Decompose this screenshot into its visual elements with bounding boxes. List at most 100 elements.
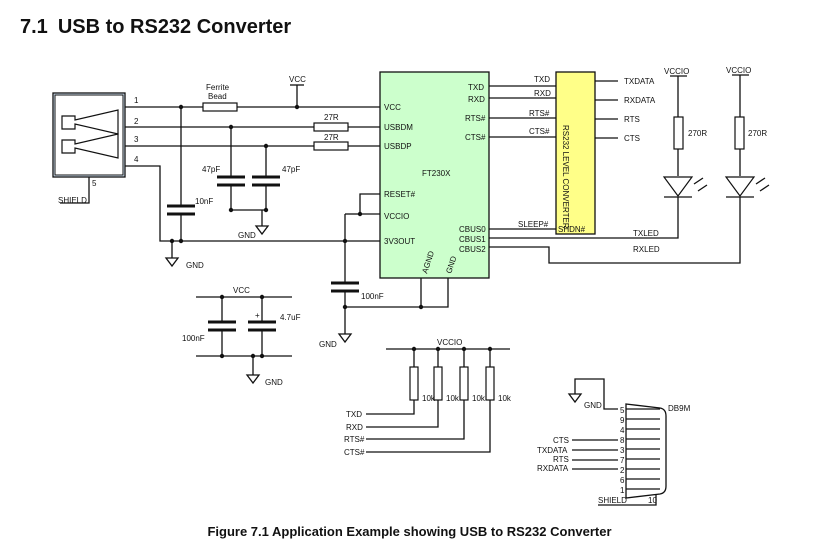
db9-signal-rxdata: RXDATA [537, 464, 569, 473]
pullup-signal-txd: TXD [346, 410, 362, 419]
usb-pin-5: 5 [92, 179, 97, 188]
conv-in-cts: CTS# [529, 127, 550, 136]
cap-100nf-vcc-label: 100nF [182, 334, 205, 343]
conv-out-rxdata: RXDATA [624, 96, 656, 105]
ic-pin-cts: CTS# [465, 133, 486, 142]
resistor-27r-dp-label: 27R [324, 133, 339, 142]
ic-pin-vcc: VCC [384, 103, 401, 112]
pullup-signal-rxd: RXD [346, 423, 363, 432]
db9-signal-cts: CTS [553, 436, 569, 445]
cap-4u7-plus: + [255, 311, 260, 320]
db9-pin-6: 6 [620, 476, 625, 485]
ic-ft230x [379, 71, 490, 279]
pullup-resistor-rts [459, 366, 469, 401]
ic-pin-3v3out: 3V3OUT [384, 237, 415, 246]
ferrite-label-line1: Ferrite [206, 83, 230, 92]
gnd-label-ic: GND [319, 340, 337, 349]
rs232-level-converter [555, 71, 596, 235]
conv-in-rts: RTS# [529, 109, 550, 118]
db9-shield-label: SHIELD [598, 496, 627, 505]
led-txled-label: TXLED [633, 229, 659, 238]
db9-pin-7: 7 [620, 456, 625, 465]
cap-47pf-left-label: 47pF [202, 165, 220, 174]
cap-100nf-3v3-label: 100nF [361, 292, 384, 301]
resistor-27r-dm-label: 27R [324, 113, 339, 122]
usb-shield-label: SHIELD [58, 196, 87, 205]
ic-pin-rxd: RXD [468, 95, 485, 104]
db9-pin-8: 8 [620, 436, 625, 445]
db9-signal-rts: RTS [553, 455, 569, 464]
pullup-resistor-rxd [433, 366, 443, 401]
ferrite-label-line2: Bead [208, 92, 227, 101]
cap-4u7-label: 4.7uF [280, 313, 301, 322]
conv-in-sleep: SLEEP# [518, 220, 549, 229]
schematic-diagram: 1 2 3 4 5 SHIELD Ferrite Bead VCC 10nF G… [52, 66, 770, 506]
figure-caption: Figure 7.1 Application Example showing U… [207, 524, 612, 539]
net-vcc-top: VCC [289, 75, 306, 84]
section-title: USB to RS232 Converter [57, 16, 292, 38]
conv-out-rts: RTS [624, 115, 640, 124]
ic-pin-usbdm: USBDM [384, 123, 413, 132]
resistor-27r-dm [313, 122, 349, 132]
ic-pin-txd: TXD [468, 83, 484, 92]
ic-pin-cbus2: CBUS2 [459, 245, 486, 254]
db9-connector [625, 403, 667, 499]
converter-shdn: SHDN# [558, 225, 586, 234]
resistor-270r-txled-label: 270R [688, 129, 707, 138]
usb-pin-4: 4 [134, 155, 139, 164]
gnd-label-47pf: GND [238, 231, 256, 240]
resistor-270r-rxled [734, 116, 745, 150]
conv-in-rxd: RXD [534, 89, 551, 98]
usb-pin-1: 1 [134, 96, 139, 105]
section-number: 7.1 [20, 16, 48, 38]
ic-pin-rts: RTS# [465, 114, 486, 123]
usb-pin-3: 3 [134, 135, 139, 144]
gnd-label-decoupling: GND [265, 378, 283, 387]
resistor-270r-rxled-label: 270R [748, 129, 767, 138]
conv-in-txd: TXD [534, 75, 550, 84]
gnd-label-usb: GND [186, 261, 204, 270]
pullup-label-3: 10k [472, 394, 486, 403]
conv-out-txdata: TXDATA [624, 77, 655, 86]
net-vccio-pullups: VCCIO [437, 338, 462, 347]
pullup-signal-rts: RTS# [344, 435, 365, 444]
db9-shield-pin: 10 [648, 496, 657, 505]
usb-pin-2: 2 [134, 117, 139, 126]
ic-pin-usbdp: USBDP [384, 142, 412, 151]
ic-pin-cbus0: CBUS0 [459, 225, 486, 234]
cap-10nf-label: 10nF [195, 197, 213, 206]
db9-label: DB9M [668, 404, 691, 413]
resistor-27r-dp [313, 141, 349, 151]
converter-label: RS232 LEVEL CONVERTER [561, 125, 570, 229]
cap-47pf-right-label: 47pF [282, 165, 300, 174]
net-vcc-decoupling: VCC [233, 286, 250, 295]
page-title: 7.1 USB to RS232 Converter [20, 16, 291, 39]
pullup-label-2: 10k [446, 394, 460, 403]
db9-pin-4: 4 [620, 426, 625, 435]
ic-pin-vccio: VCCIO [384, 212, 409, 221]
usb-connector [52, 92, 126, 178]
ic-name: FT230X [422, 169, 451, 178]
pullup-label-4: 10k [498, 394, 512, 403]
ic-pin-cbus1: CBUS1 [459, 235, 486, 244]
db9-pin-9: 9 [620, 416, 625, 425]
db9-pin-1: 1 [620, 486, 625, 495]
net-vccio-led1: VCCIO [664, 67, 689, 76]
db9-signal-txdata: TXDATA [537, 446, 568, 455]
resistor-270r-txled [673, 116, 684, 150]
db9-pin-3: 3 [620, 446, 625, 455]
db9-pin-2: 2 [620, 466, 625, 475]
pullup-resistor-txd [409, 366, 419, 401]
pullup-signal-cts: CTS# [344, 448, 365, 457]
pullup-resistor-cts [485, 366, 495, 401]
gnd-label-db9: GND [584, 401, 602, 410]
pullup-label-1: 10k [422, 394, 436, 403]
db9-pin-5: 5 [620, 406, 625, 415]
ferrite-bead [202, 102, 238, 112]
led-rxled-label: RXLED [633, 245, 660, 254]
net-vccio-led2: VCCIO [726, 66, 751, 75]
conv-out-cts: CTS [624, 134, 640, 143]
led-rx [724, 176, 756, 198]
ic-pin-reset: RESET# [384, 190, 416, 199]
led-tx [662, 176, 694, 198]
